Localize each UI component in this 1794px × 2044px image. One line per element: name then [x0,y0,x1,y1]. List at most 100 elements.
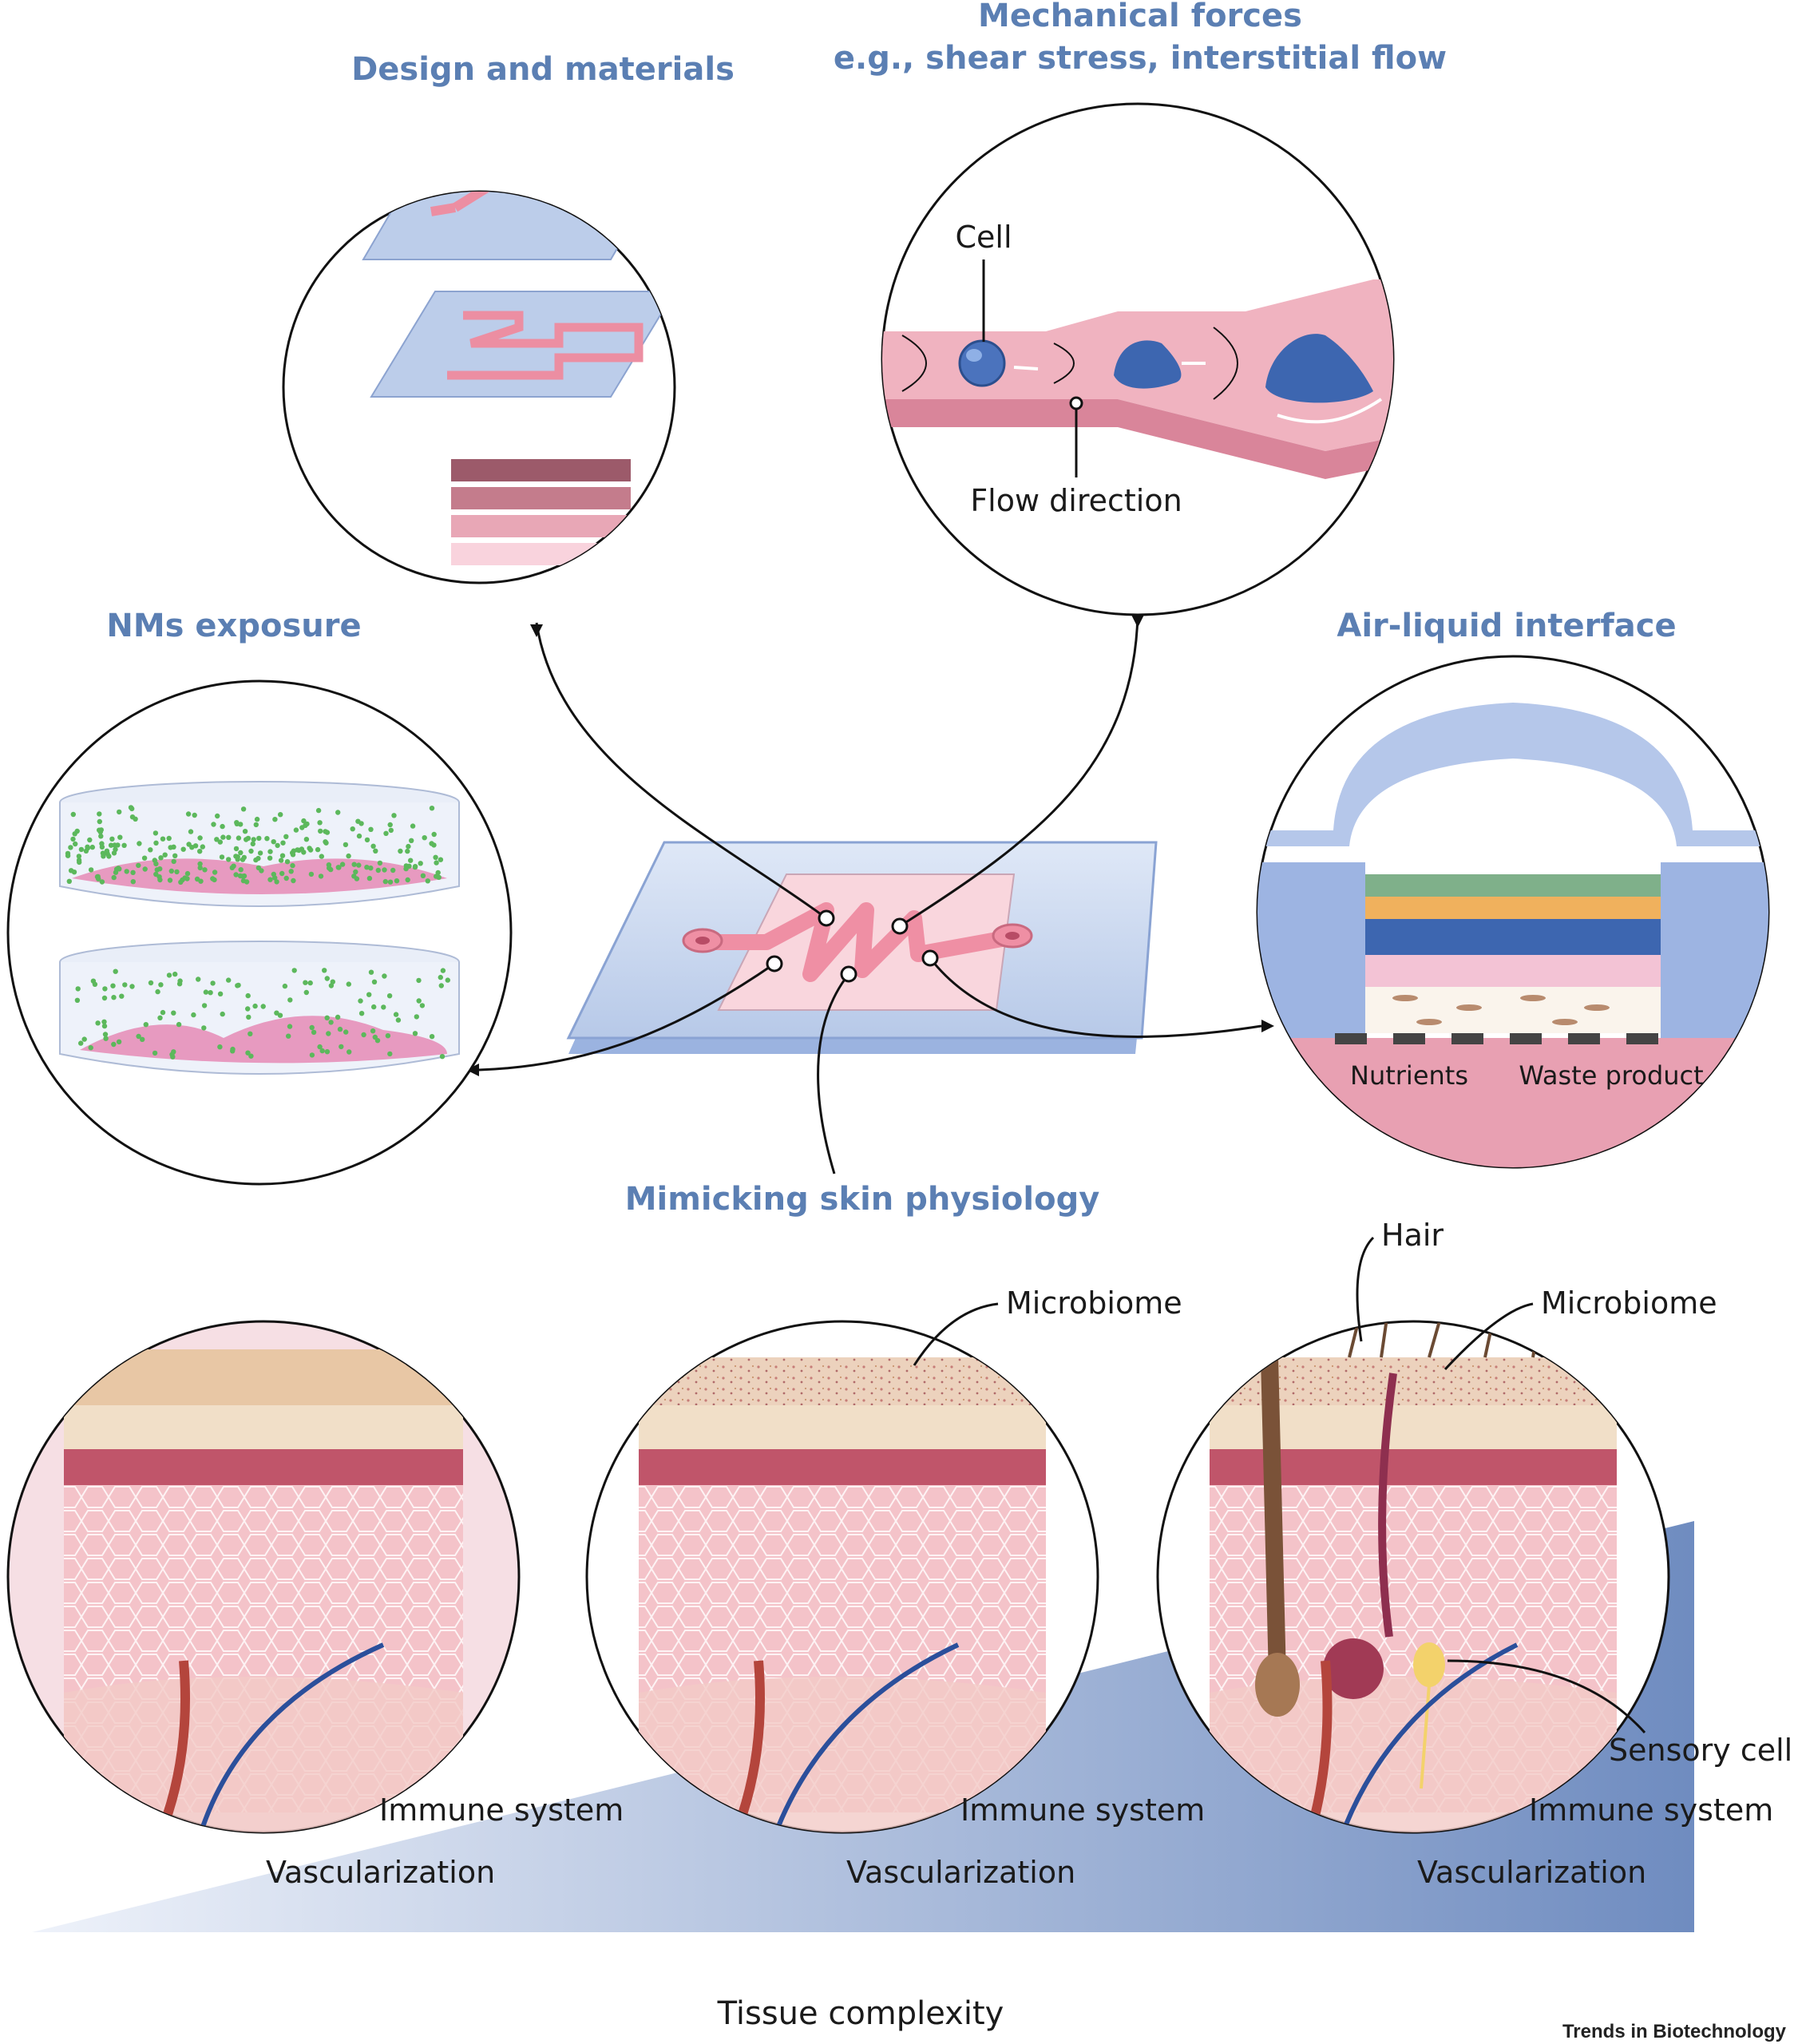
skin-microbiome-icon [639,1357,1046,1832]
nanoparticle-dot [170,1054,176,1060]
nanoparticle-dot [339,862,346,867]
nanoparticle-dot [129,984,135,989]
nanoparticle-dot [210,876,216,881]
label-sensory-cell: Sensory cell [1609,1733,1792,1768]
label-nutrients: Nutrients [1350,1060,1468,1091]
nanoparticle-dot [356,862,362,868]
nanoparticle-dot [435,869,441,876]
nanoparticle-dot [238,850,244,856]
nanoparticle-dot [293,827,299,833]
nanoparticle-dot [148,847,153,853]
nanoparticle-dot [89,844,96,850]
nanoparticle-dot [366,875,373,881]
nanoparticle-dot [198,878,204,884]
nanoparticle-dot [358,998,363,1004]
nanoparticle-dot [414,1014,419,1020]
nanoparticle-dot [197,835,203,841]
nanoparticle-dot [288,869,294,874]
nanoparticle-dot [383,830,389,837]
nanoparticle-dot [445,977,450,983]
nanoparticle-dot [278,812,283,818]
nanoparticle-dot [370,1028,376,1034]
nanoparticle-dot [109,836,115,842]
nanoparticle-dot [405,877,410,883]
nanoparticle-dot [372,1034,378,1040]
nanoparticle-dot [201,1003,208,1008]
nanoparticle-dot [101,1019,107,1025]
nanoparticle-dot [88,1045,93,1051]
nanoparticle-dot [117,809,122,815]
nanoparticle-dot [260,1004,266,1009]
nanoparticle-dot [85,844,90,850]
nanoparticle-dot [202,867,208,873]
nanoparticle-dot [140,1036,145,1043]
nanoparticle-dot [245,992,251,999]
nanoparticle-dot [142,866,148,872]
nanoparticle-dot [420,873,426,879]
nanoparticle-dot [99,844,105,850]
nanoparticle-dot [439,1054,446,1060]
nanoparticle-dot [244,879,250,885]
nanoparticle-dot [220,834,226,840]
nanoparticle-dot [346,853,351,859]
nanoparticle-dot [72,831,77,837]
nanoparticle-dot [410,823,416,829]
nanoparticle-dot [440,968,446,973]
nanoparticle-dot [208,990,213,996]
heading-nms-exposure: NMs exposure [106,608,361,644]
nanoparticle-dot [253,822,259,828]
nanoparticle-dot [387,822,393,828]
nanoparticle-dot [87,837,93,843]
nanoparticle-dot [433,854,438,861]
nanoparticle-dot [343,842,349,848]
nanoparticle-dot [152,858,157,863]
nanoparticle-dot [291,968,297,973]
nanoparticle-dot [377,860,383,866]
nanoparticle-dot [301,850,307,855]
nanoparticle-dot [264,836,270,842]
skin-on-chip-device [566,841,1158,1054]
nanoparticle-dot [322,968,327,973]
nanoparticle-dot [245,1006,251,1012]
nanoparticle-dot [255,855,261,862]
nanoparticle-dot [303,837,310,842]
nanoparticle-dot [201,1025,207,1031]
nanoparticle-dot [113,969,118,974]
nanoparticle-dot [129,806,135,812]
nanoparticle-dot [290,852,296,858]
label-tissue-complexity: Tissue complexity [717,1995,1004,2032]
nanoparticle-dot [308,871,315,877]
nanoparticle-dot [76,858,82,863]
nanoparticle-dot [121,842,127,849]
nanoparticle-dot [303,989,309,996]
nanoparticle-dot [242,829,248,834]
nanoparticle-dot [412,864,418,870]
nanoparticle-dot [358,821,364,826]
nanoparticle-dot [74,997,81,1004]
nanoparticle-dot [88,867,94,873]
label-immune-system-panel3: Immune system [1529,1792,1773,1828]
nanoparticle-dot [141,855,148,861]
nanoparticle-dot [436,874,442,881]
nanoparticle-dot [351,873,357,879]
nanoparticle-dot [174,869,180,875]
flow-pointer-dot [1069,396,1083,410]
nanoparticle-dot [97,811,102,817]
nanoparticle-dot [102,1032,109,1037]
nanoparticle-dot [136,862,141,869]
nanoparticle-dot [385,1033,391,1039]
heading-mechanical-forces-examples: e.g., shear stress, interstitial flow [834,40,1447,77]
nanoparticle-dot [252,1003,258,1009]
nanoparticle-dot [387,879,394,885]
nanoparticle-dot [416,977,422,984]
nanoparticle-dot [315,846,321,853]
nanoparticle-dot [431,831,437,838]
skin-panel-basic [6,1320,521,1834]
nanoparticle-dot [425,878,430,884]
nanoparticle-dot [406,843,411,850]
nanoparticle-dot [381,1004,386,1010]
nanoparticle-dot [94,873,101,880]
nanoparticle-dot [153,840,159,846]
nanoparticle-dot [254,816,260,822]
nanoparticle-dot [137,841,142,846]
